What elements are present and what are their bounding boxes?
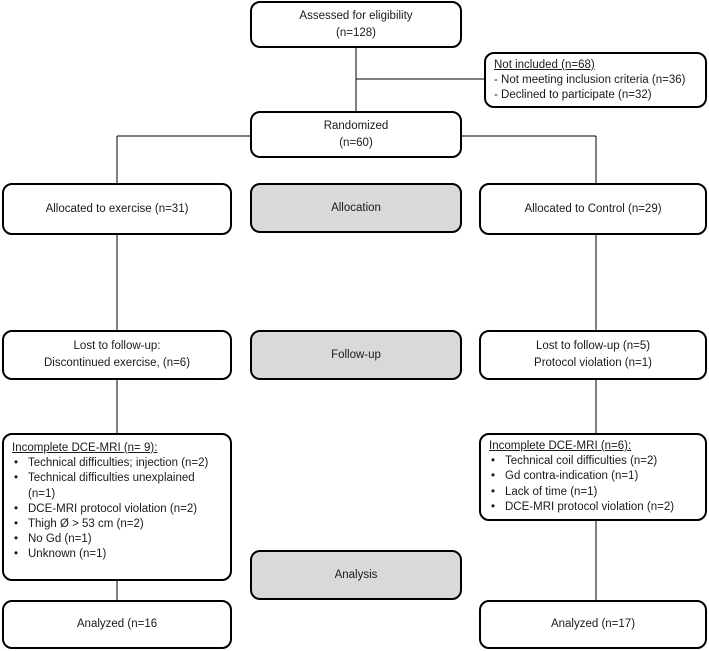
not-included-title: Not included (n=68) [494,59,595,71]
control-lost-line1: Lost to follow-up (n=5) [535,340,651,353]
exercise-lost-line1: Lost to follow-up: [73,340,161,353]
assessed-count: (n=128) [336,26,376,39]
exercise-lost-box: Lost to follow-up: Discontinued exercise… [2,330,232,380]
control-incomplete-item: Gd contra-indication (n=1) [489,469,697,484]
control-incomplete-box: Incomplete DCE-MRI (n=6): Technical coil… [479,433,707,521]
exercise-incomplete-item: Technical difficulties unexplained (n=1) [12,471,222,501]
followup-stage-label: Follow-up [331,348,381,361]
exercise-allocated-box: Allocated to exercise (n=31) [2,183,232,235]
exercise-incomplete-item: No Gd (n=1) [12,532,222,547]
control-allocated-label: Allocated to Control (n=29) [524,202,662,215]
control-allocated-box: Allocated to Control (n=29) [479,183,707,235]
control-analyzed-label: Analyzed (n=17) [550,618,636,631]
exercise-incomplete-list: Technical difficulties; injection (n=2) … [12,456,222,562]
not-included-item: Not meeting inclusion criteria (n=36) [494,73,697,88]
allocation-stage-label: Allocation [331,201,381,214]
randomized-count: (n=60) [339,136,373,149]
control-lost-line2: Protocol violation (n=1) [534,357,652,369]
control-lost-box: Lost to follow-up (n=5) Protocol violati… [479,330,707,380]
exercise-incomplete-item: Thigh Ø > 53 cm (n=2) [12,517,222,532]
control-incomplete-item: Lack of time (n=1) [489,485,697,500]
exercise-analyzed-box: Analyzed (n=16 [2,600,232,649]
exercise-incomplete-item: Technical difficulties; injection (n=2) [12,456,222,471]
not-included-box: Not included (n=68) Not meeting inclusio… [484,52,707,108]
assessed-box: Assessed for eligibility (n=128) [250,1,462,48]
exercise-incomplete-box: Incomplete DCE-MRI (n= 9): Technical dif… [2,433,232,581]
assessed-label: Assessed for eligibility [299,9,413,22]
not-included-list: Not meeting inclusion criteria (n=36) De… [494,73,697,103]
exercise-analyzed-label: Analyzed (n=16 [76,618,158,631]
exercise-incomplete-item: Unknown (n=1) [12,547,222,562]
control-incomplete-item: DCE-MRI protocol violation (n=2) [489,500,697,515]
control-incomplete-list: Technical coil difficulties (n=2) Gd con… [489,454,697,515]
exercise-incomplete-item: DCE-MRI protocol violation (n=2) [12,502,222,517]
randomized-box: Randomized (n=60) [250,111,462,158]
control-analyzed-box: Analyzed (n=17) [479,600,707,649]
analysis-stage-box: Analysis [250,550,462,600]
followup-stage-box: Follow-up [250,330,462,380]
control-incomplete-title: Incomplete DCE-MRI (n=6): [489,440,632,452]
randomized-label: Randomized [323,119,389,132]
not-included-item: Declined to participate (n=32) [494,88,697,103]
exercise-allocated-label: Allocated to exercise (n=31) [45,202,189,215]
allocation-stage-box: Allocation [250,183,462,233]
exercise-incomplete-title: Incomplete DCE-MRI (n= 9): [12,442,158,454]
analysis-stage-label: Analysis [334,568,378,581]
control-incomplete-item: Technical coil difficulties (n=2) [489,454,697,469]
exercise-lost-line2: Discontinued exercise, (n=6) [43,357,191,369]
